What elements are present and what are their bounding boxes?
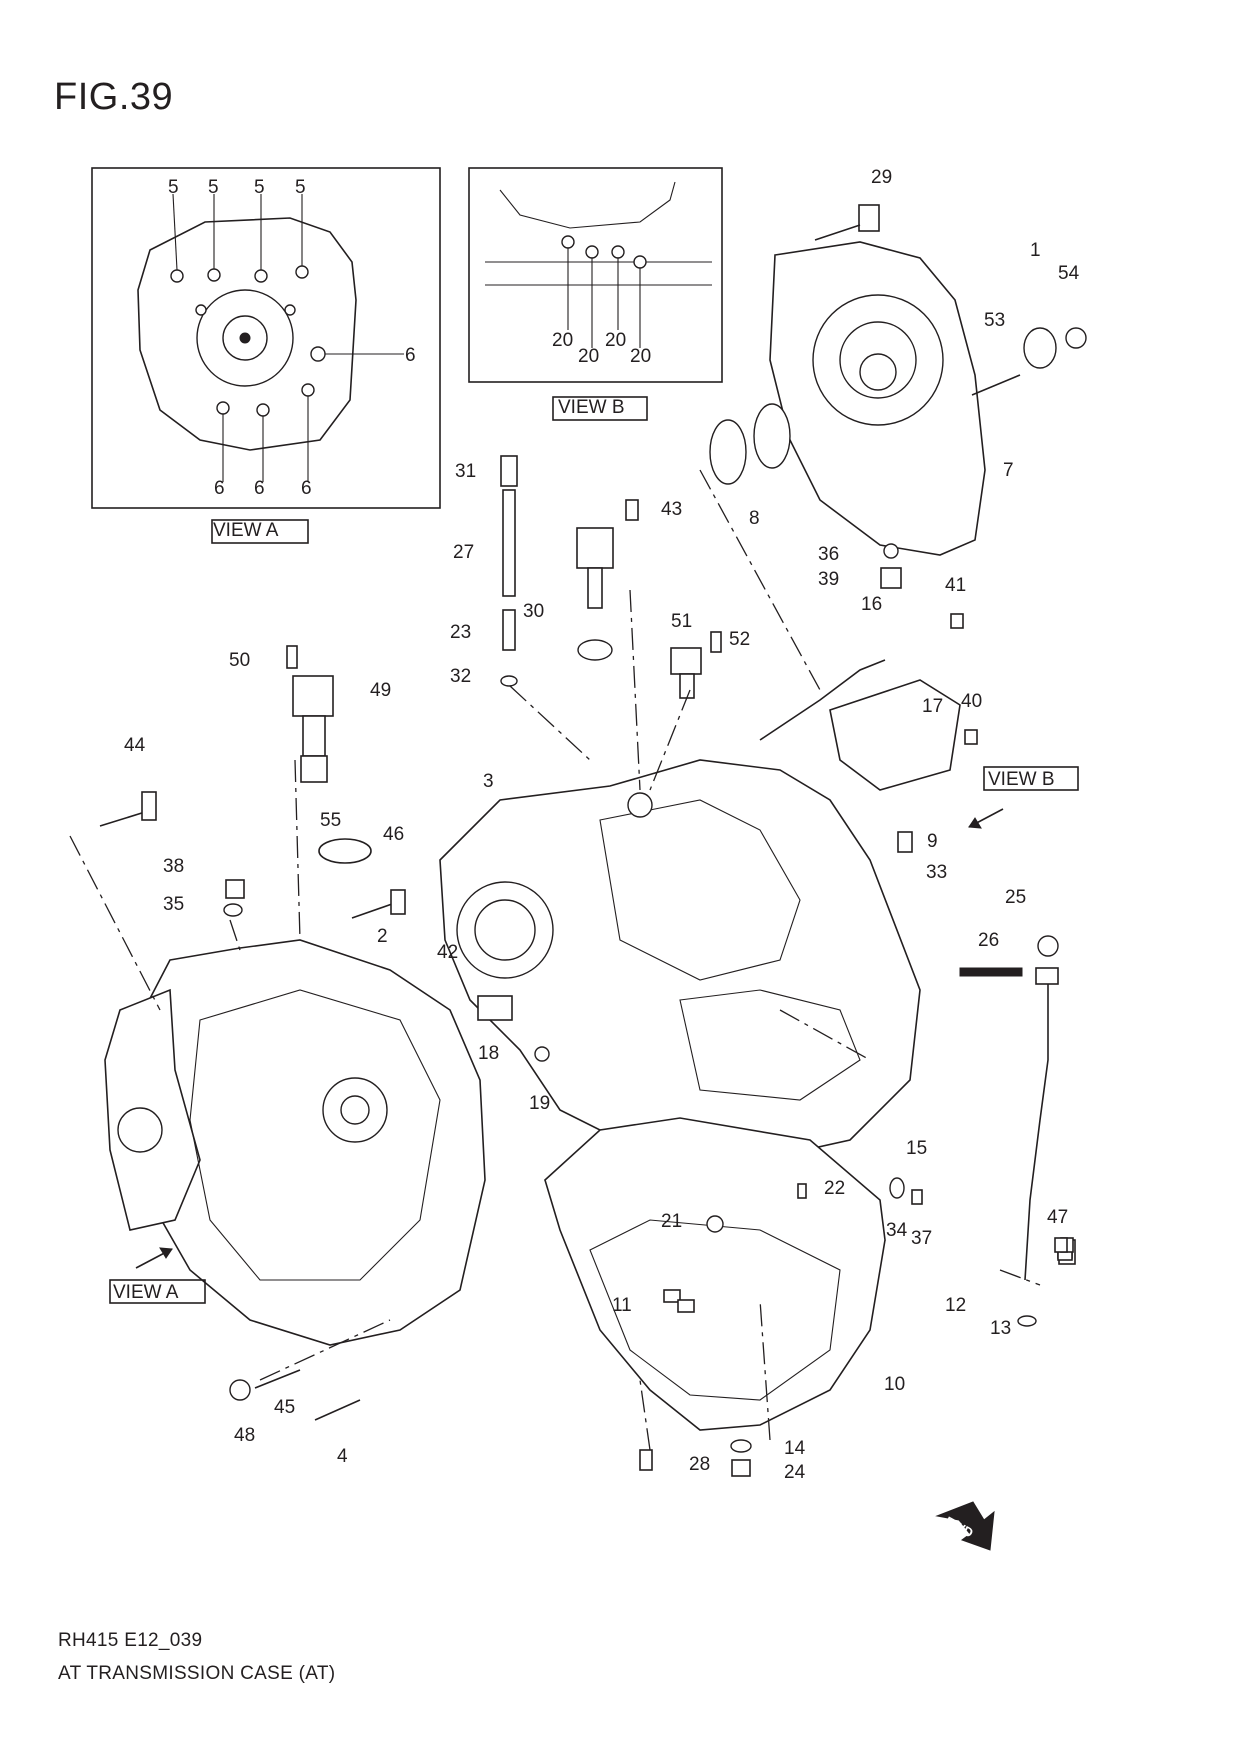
callout-34: 34 — [886, 1220, 908, 1241]
callout-40: 40 — [961, 691, 982, 712]
view-a-box-label: VIEW A — [213, 520, 279, 541]
view-b-main-label: VIEW B — [988, 769, 1055, 790]
callout-29: 29 — [871, 167, 892, 188]
callout-52: 52 — [729, 629, 750, 650]
callout-18: 18 — [478, 1043, 499, 1064]
callout-39: 39 — [818, 569, 839, 590]
callout-20b: 20 — [578, 346, 599, 367]
callout-24: 24 — [784, 1462, 806, 1483]
callout-3: 3 — [483, 771, 494, 792]
callout-16: 16 — [861, 594, 882, 615]
callout-12: 12 — [945, 1295, 966, 1316]
callout-30: 30 — [523, 601, 544, 622]
callout-55: 55 — [320, 810, 341, 831]
callout-32: 32 — [450, 666, 471, 687]
fwd-arrow: FWD — [935, 1501, 995, 1551]
callout-47: 47 — [1047, 1207, 1068, 1228]
callout-1: 1 — [1030, 240, 1041, 261]
figure-title: FIG.39 — [54, 76, 174, 118]
oil-pan-assembly — [543, 1117, 886, 1431]
callout-15: 15 — [906, 1138, 927, 1159]
callout-43: 43 — [661, 499, 682, 520]
callout-numbers: 5 5 5 5 6 6 6 6 20 20 20 20 29 1 54 53 7… — [124, 167, 1080, 1483]
callout-23: 23 — [450, 622, 471, 643]
callout-20a: 20 — [552, 330, 573, 351]
callout-8: 8 — [749, 508, 760, 529]
callout-20d: 20 — [630, 346, 651, 367]
callout-36: 36 — [818, 544, 839, 565]
view-b-inset — [468, 167, 723, 421]
callout-27: 27 — [453, 542, 474, 563]
figure-caption: AT TRANSMISSION CASE (AT) — [58, 1663, 336, 1684]
speed-sensor-49 — [292, 675, 334, 783]
pipe-27 — [500, 455, 518, 687]
callout-53: 53 — [984, 310, 1005, 331]
callout-5d: 5 — [295, 177, 306, 198]
callout-14: 14 — [784, 1438, 806, 1459]
fasteners — [99, 204, 1087, 1477]
converter-housing-2 — [104, 939, 486, 1346]
callout-49: 49 — [370, 680, 391, 701]
callout-42: 42 — [437, 942, 458, 963]
callout-46: 46 — [383, 824, 404, 845]
dipstick-25-tube-12 — [959, 935, 1059, 1281]
rear-cover-7 — [769, 241, 986, 556]
callout-6d: 6 — [301, 478, 312, 499]
callout-17: 17 — [922, 696, 943, 717]
callout-5a: 5 — [168, 177, 179, 198]
o-rings-8 — [709, 403, 791, 485]
callout-2: 2 — [377, 926, 388, 947]
callout-5b: 5 — [208, 177, 219, 198]
callout-22: 22 — [824, 1178, 845, 1199]
callout-20c: 20 — [605, 330, 626, 351]
callout-44: 44 — [124, 735, 146, 756]
callout-4: 4 — [337, 1446, 348, 1467]
callout-50: 50 — [229, 650, 250, 671]
callout-41: 41 — [945, 575, 966, 596]
callout-7: 7 — [1003, 460, 1014, 481]
view-a-inset — [91, 167, 441, 544]
figure-code: RH415 E12_039 — [58, 1630, 203, 1651]
callout-11: 11 — [612, 1295, 632, 1316]
callout-54: 54 — [1058, 263, 1080, 284]
callout-5c: 5 — [254, 177, 265, 198]
callout-35: 35 — [163, 894, 184, 915]
callout-6b: 6 — [214, 478, 225, 499]
callout-6a: 6 — [405, 345, 416, 366]
callout-45: 45 — [274, 1397, 295, 1418]
callout-37: 37 — [911, 1228, 932, 1249]
callout-9: 9 — [927, 831, 938, 852]
view-a-main-label: VIEW A — [113, 1282, 179, 1303]
callout-38: 38 — [163, 856, 184, 877]
callout-6c: 6 — [254, 478, 265, 499]
callout-10: 10 — [884, 1374, 905, 1395]
callout-28: 28 — [689, 1454, 710, 1475]
sensor-51 — [670, 647, 702, 699]
callout-13: 13 — [990, 1318, 1011, 1339]
pipe-16-bracket-17 — [759, 659, 961, 791]
sensor-30 — [576, 527, 614, 661]
callout-25: 25 — [1005, 887, 1026, 908]
transmission-case-3 — [439, 759, 921, 1161]
callout-31: 31 — [455, 461, 476, 482]
callout-26: 26 — [978, 930, 999, 951]
leader-lines — [69, 469, 1041, 1451]
callout-33: 33 — [926, 862, 947, 883]
callout-21: 21 — [661, 1211, 682, 1232]
view-b-inset-label: VIEW B — [558, 397, 625, 418]
callout-19: 19 — [529, 1093, 550, 1114]
callout-51: 51 — [671, 611, 692, 632]
callout-48: 48 — [234, 1425, 255, 1446]
